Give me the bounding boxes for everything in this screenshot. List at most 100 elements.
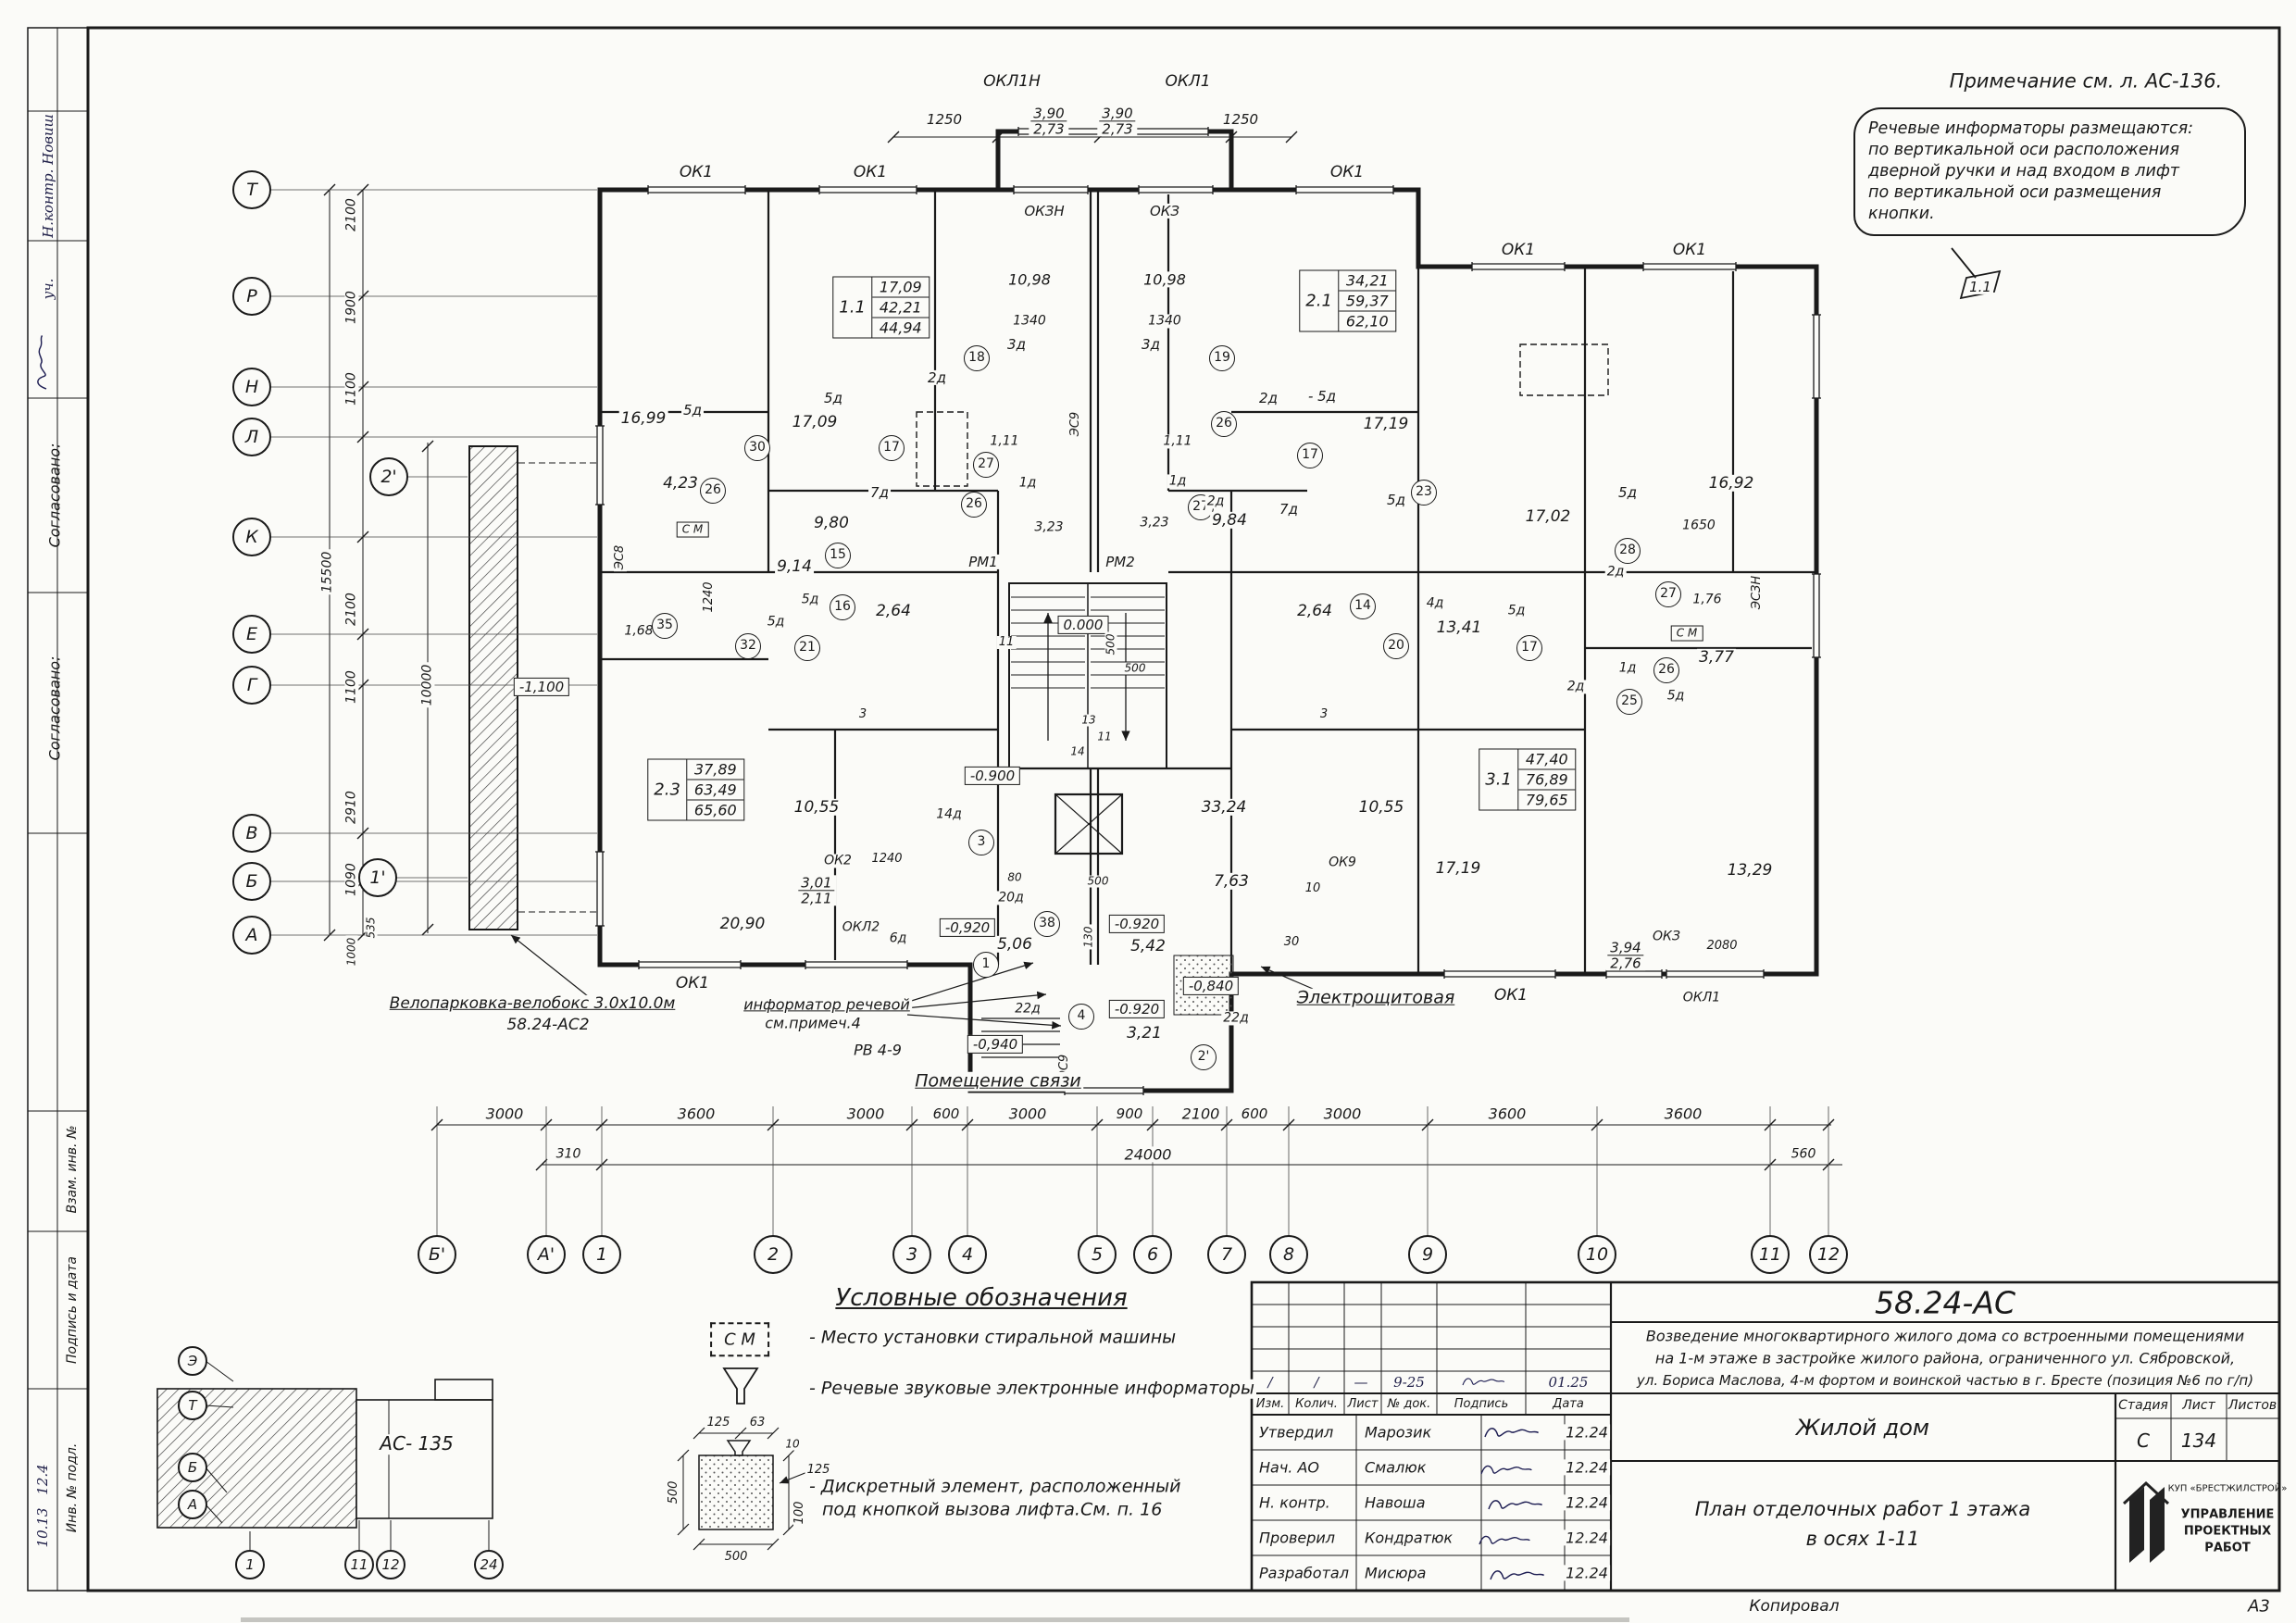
- plan-annotation: 2д: [926, 368, 948, 386]
- plan-annotation: 500: [1104, 631, 1117, 657]
- elevation-mark: С М: [1670, 625, 1703, 642]
- sheet-title-line2: в осях 1-11: [1805, 1528, 1920, 1550]
- signer-role: Проверил: [1257, 1529, 1338, 1547]
- plan-annotation: 1240: [869, 851, 905, 867]
- plan-annotation: 58.24-АС2: [505, 1015, 592, 1034]
- detail-marker: 1: [973, 952, 999, 978]
- detail-marker: 19: [1209, 345, 1235, 371]
- handwritten-note: 01.25: [1548, 1373, 1589, 1391]
- detail-marker: 4: [1068, 1004, 1094, 1030]
- plan-annotation: 10: [783, 1437, 802, 1451]
- plan-annotation: под кнопкой вызова лифта.См. п. 16: [820, 1499, 1165, 1520]
- plan-annotation: ОК2: [822, 853, 854, 868]
- plan-annotation: 130: [1081, 924, 1095, 950]
- axis-marker: Н: [232, 368, 271, 406]
- plan-annotation: 5д: [681, 401, 704, 418]
- plan-annotation: ОК1: [1328, 162, 1366, 181]
- apartment-number: 2.3: [648, 759, 687, 820]
- detail-marker: 17: [879, 435, 905, 461]
- washing-machine-legend-box: С М: [710, 1322, 769, 1357]
- plan-annotation: 24000: [1122, 1145, 1174, 1164]
- paper-format-label: А3: [2248, 1596, 2270, 1617]
- plan-annotation: 600: [1239, 1105, 1270, 1122]
- plan-annotation: 30: [1281, 934, 1302, 950]
- plan-annotation: 6д: [887, 930, 909, 946]
- plan-annotation: 3,23: [1032, 519, 1066, 535]
- plan-annotation: - Место установки стиральной машины: [807, 1327, 1179, 1348]
- handwritten-note: 10.13: [34, 1507, 51, 1548]
- plan-annotation: 9,84: [1210, 510, 1249, 530]
- plan-annotation: РМ2: [1104, 553, 1137, 570]
- axis-marker: Б: [178, 1453, 207, 1482]
- plan-annotation: 33,24: [1199, 797, 1249, 817]
- org-line: ПРОЕКТНЫХ: [2183, 1524, 2272, 1539]
- plan-annotation: 535: [364, 915, 378, 941]
- plan-annotation: ЭС8: [612, 543, 628, 572]
- plan-annotation: 5,06: [995, 934, 1034, 954]
- plan-annotation: - Дискретный элемент, расположенный: [807, 1476, 1183, 1497]
- plan-annotation: 1,76: [1691, 592, 1724, 607]
- plan-annotation: 3д: [1140, 335, 1162, 353]
- plan-annotation: РВ 4-9: [852, 1041, 904, 1059]
- axis-marker: 5: [1078, 1235, 1117, 1274]
- plan-annotation: информатор речевой: [742, 995, 912, 1014]
- plan-annotation: ОКЛ2: [840, 919, 882, 935]
- plan-annotation: 2100: [343, 196, 359, 233]
- plan-annotation: 63: [747, 1415, 767, 1430]
- plan-annotation: 4д: [1424, 595, 1446, 611]
- plan-annotation: 2100: [343, 591, 359, 628]
- cloud-note-line: по вертикальной оси размещения: [1868, 183, 2162, 203]
- area-value: 79,65: [1525, 791, 1568, 809]
- plan-annotation: 2д: [1604, 564, 1627, 580]
- plan-annotation: 500: [722, 1549, 750, 1565]
- org-name: КУП «БРЕСТЖИЛСТРОЙ»: [2167, 1483, 2288, 1494]
- area-value: 63,49: [686, 780, 744, 801]
- plan-annotation: ОК9: [1327, 855, 1358, 870]
- axis-marker: 1: [582, 1235, 621, 1274]
- detail-marker: 38: [1034, 911, 1060, 937]
- plan-annotation: 2080: [1704, 938, 1740, 954]
- apartment-number: 1.1: [833, 277, 872, 338]
- plan-annotation: 10,98: [1142, 270, 1188, 289]
- plan-annotation: № док.: [1385, 1396, 1433, 1412]
- plan-annotation: 3600: [1662, 1105, 1704, 1123]
- inv-podl-label: Инв. № подл.: [65, 1442, 80, 1533]
- area-value: 76,89: [1517, 770, 1576, 791]
- plan-annotation: 10,98: [1006, 270, 1053, 289]
- axis-marker: Б: [232, 862, 271, 901]
- axis-marker: Б': [418, 1235, 456, 1274]
- plan-annotation: ОК1: [1670, 240, 1709, 259]
- plan-annotation: 3д: [1005, 335, 1028, 353]
- handwritten-note: 12.4: [34, 1464, 51, 1495]
- axis-marker: Г: [232, 666, 271, 705]
- plan-annotation: ОКЛ1: [1680, 990, 1723, 1005]
- plan-annotation: 3,77: [1697, 647, 1736, 667]
- plan-annotation: 1д: [1616, 660, 1639, 676]
- area-value: 47,40: [1517, 750, 1576, 770]
- area-value: 34,21: [1338, 271, 1396, 292]
- axis-marker: Е: [232, 615, 271, 654]
- plan-annotation: 2100: [1179, 1105, 1222, 1123]
- area-value: 42,21: [871, 298, 930, 318]
- handwritten-note: /: [1314, 1373, 1319, 1391]
- plan-annotation: 13,29: [1725, 860, 1775, 880]
- detail-marker: 26: [961, 492, 987, 518]
- plan-annotation: 22д: [1013, 1001, 1042, 1017]
- plan-annotation: Дата: [1551, 1396, 1586, 1412]
- axis-marker: 24: [474, 1550, 504, 1579]
- detail-marker: 32: [735, 633, 761, 659]
- cloud-note-line: Речевые информаторы размещаются:: [1868, 119, 2194, 138]
- signer-name: Смалюк: [1363, 1458, 1429, 1477]
- handwritten-note: уч.: [40, 278, 56, 300]
- agreed-label: Согласовано:: [45, 655, 64, 761]
- sheet-number: 134: [2180, 1429, 2217, 1452]
- plan-annotation: 3000: [844, 1105, 887, 1123]
- plan-annotation: - Речевые звуковые электронные информато…: [807, 1378, 1256, 1399]
- elevation-mark: -0,940: [967, 1034, 1024, 1055]
- plan-annotation: 7д: [868, 483, 891, 501]
- axis-marker: 2: [754, 1235, 792, 1274]
- cloud-note-line: по вертикальной оси расположения: [1868, 141, 2179, 160]
